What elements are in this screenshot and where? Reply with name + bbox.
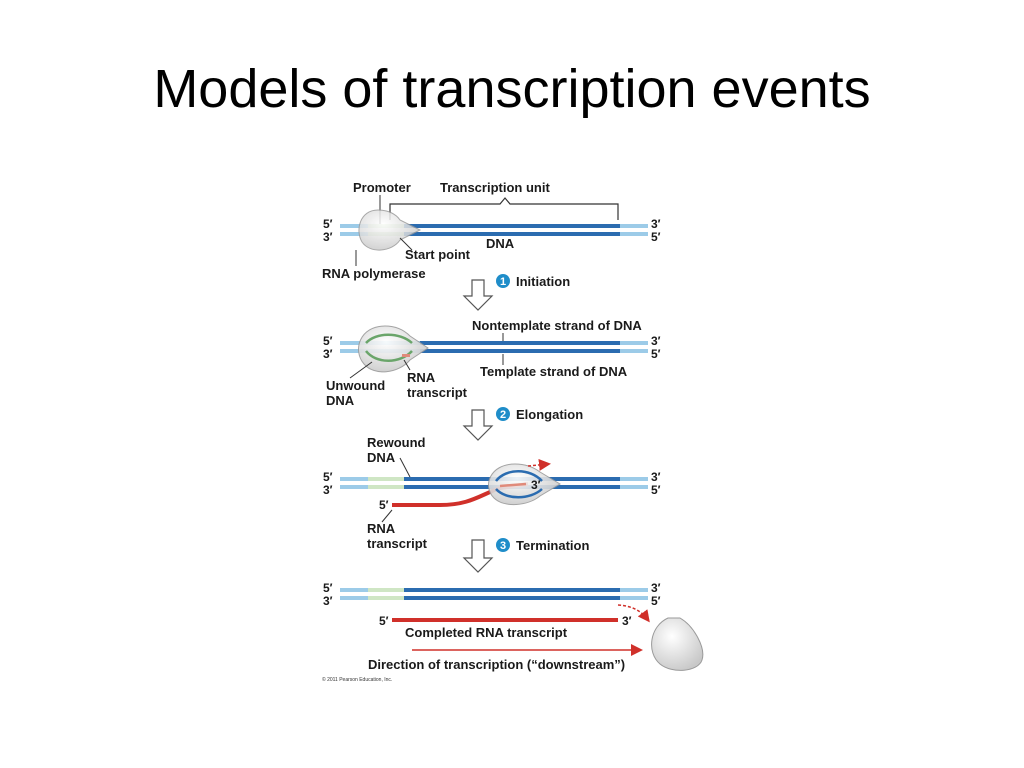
svg-text:1: 1 [500,276,506,288]
end-5-rna-3: 5′ [379,498,389,512]
label-transcription-unit: Transcription unit [440,180,550,195]
rna-polymerase-shape-2 [358,325,429,373]
step-initiation: 1 Initiation [462,274,570,311]
end-5-top-4: 5′ [323,581,333,595]
label-direction: Direction of transcription (“downstream”… [368,657,625,672]
end-3-top-1: 3′ [651,217,661,231]
step-badge-2 [496,407,510,421]
end-3-rna-3: 3′ [531,478,541,492]
end-3-bottom-2: 3′ [323,347,333,361]
end-5-top-3: 5′ [323,470,333,484]
panel-elongation: Rewound DNA 3′ 5′ 3′ 3′ 5′ 5′ RNA transc… [323,435,661,551]
step-label-termination: Termination [516,538,589,553]
label-rna-polymerase: RNA polymerase [322,266,426,281]
svg-text:2: 2 [500,409,506,421]
down-arrow-icon [462,279,494,311]
label-unwound-2: DNA [326,393,355,408]
slide-title: Models of transcription events [153,59,871,119]
end-3-rna-4: 3′ [622,614,632,628]
label-rna-transcript-2b: transcript [367,536,428,551]
end-5-rna-4: 5′ [379,614,389,628]
released-polymerase [651,617,704,671]
end-5-bottom-3: 5′ [651,483,661,497]
down-arrow-icon [462,539,494,573]
step-label-elongation: Elongation [516,407,583,422]
end-3-bottom-3: 3′ [323,483,333,497]
transcription-unit-bracket [389,197,619,220]
down-arrow-icon [462,409,494,441]
end-5-bottom-1: 5′ [651,230,661,244]
label-unwound-1: Unwound [326,378,385,393]
dna-strands-2 [340,341,648,353]
step-badge-3 [496,538,510,552]
step-label-initiation: Initiation [516,274,570,289]
panel-termination: 5′ 3′ 3′ 5′ 5′ 3′ Completed RNA transcri… [322,581,704,683]
label-rewound-2: DNA [367,450,396,465]
end-5-top-2: 5′ [323,334,333,348]
end-5-top-1: 5′ [323,217,333,231]
label-completed-rna: Completed RNA transcript [405,625,568,640]
end-3-top-3: 3′ [651,470,661,484]
end-5-bottom-2: 5′ [651,347,661,361]
panel-initiation-after: Nontemplate strand of DNA 5′ 3′ 3′ 5′ Te… [323,318,661,408]
dna-strands-4 [340,588,648,600]
label-dna: DNA [486,236,515,251]
direction-arrow-small [527,458,551,471]
end-3-top-4: 3′ [651,581,661,595]
label-nontemplate-strand: Nontemplate strand of DNA [472,318,642,333]
label-promoter: Promoter [353,180,411,195]
step-termination: 3 Termination [462,538,589,573]
release-arrow [617,604,650,623]
label-rna-transcript-1b: transcript [407,385,468,400]
completed-rna-strand [392,618,618,622]
label-rna-transcript-1a: RNA [407,370,436,385]
step-badge-1 [496,274,510,288]
end-3-top-2: 3′ [651,334,661,348]
rna-polymerase-shape [358,209,422,251]
copyright: © 2011 Pearson Education, Inc. [322,676,392,683]
label-start-point: Start point [405,247,471,262]
step-elongation: 2 Elongation [462,407,583,441]
panel-initiation-before: Promoter Transcription unit 5′ 3′ 3′ 5′ … [322,180,661,281]
label-rewound-1: Rewound [367,435,426,450]
end-3-bottom-1: 3′ [323,230,333,244]
svg-text:3: 3 [500,540,506,552]
label-rna-transcript-2a: RNA [367,521,396,536]
end-3-bottom-4: 3′ [323,594,333,608]
end-5-bottom-4: 5′ [651,594,661,608]
label-template-strand: Template strand of DNA [480,364,628,379]
